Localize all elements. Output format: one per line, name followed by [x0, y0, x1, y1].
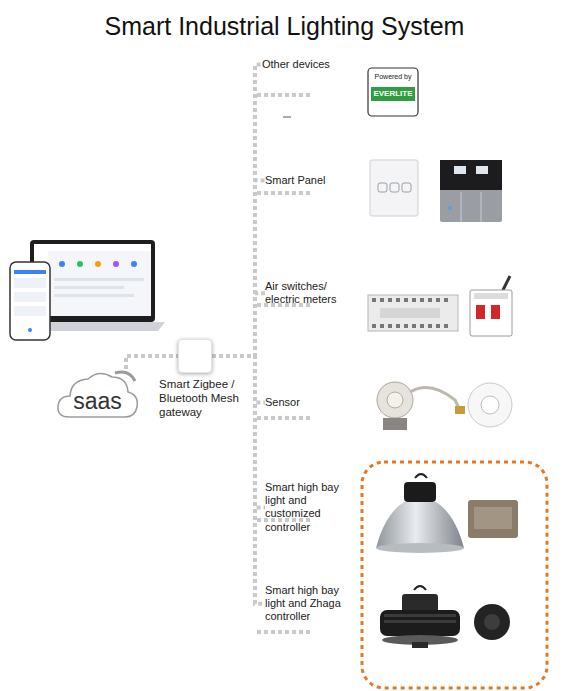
- dash-mark: [283, 117, 291, 118]
- node-text: Smart Panel: [265, 174, 350, 187]
- dotted-connector: [126, 356, 178, 369]
- node-text: Smart high bay light and Zhaga controlle…: [265, 584, 351, 624]
- node-text: Smart Zigbee / Bluetooth Mesh gateway: [159, 378, 259, 419]
- device-label-node: Smart Panel: [265, 174, 350, 187]
- phone-illustration: [10, 262, 50, 340]
- node-text: Other devices: [262, 58, 334, 71]
- smart-panel-illustration: [370, 160, 502, 222]
- logo-text: Powered by: [368, 72, 418, 83]
- device-label-node: Other devices: [262, 58, 334, 71]
- dotted-connector: [212, 293, 265, 356]
- logo-text: EVERLITE: [371, 88, 415, 100]
- sensor-illustration: [377, 382, 512, 430]
- group-outline: [362, 462, 547, 688]
- device-label-node: Sensor: [265, 396, 350, 409]
- diagram-title: Smart Industrial Lighting System: [0, 12, 569, 41]
- high-bay-light-illustration: [376, 474, 518, 553]
- cloud-node: saas: [55, 365, 140, 420]
- device-label-node: Smart high bay light and Zhaga controlle…: [265, 584, 351, 624]
- node-text: Sensor: [265, 396, 350, 409]
- everlite-logo: [368, 68, 418, 116]
- dotted-connector: [212, 181, 265, 356]
- gateway-node: Smart Zigbee / Bluetooth Mesh gateway: [178, 339, 212, 373]
- cloud-swoosh: [115, 372, 135, 381]
- device-label-node: Smart high bay light and customized cont…: [265, 481, 360, 534]
- ufo-high-bay-illustration: [380, 586, 510, 648]
- node-text: Smart high bay light and customized cont…: [265, 481, 360, 534]
- device-label-node: Air switches/ electric meters: [265, 280, 353, 306]
- air-switch-illustration: [368, 276, 512, 336]
- node-text: saas: [55, 388, 140, 416]
- node-text: Air switches/ electric meters: [265, 280, 353, 306]
